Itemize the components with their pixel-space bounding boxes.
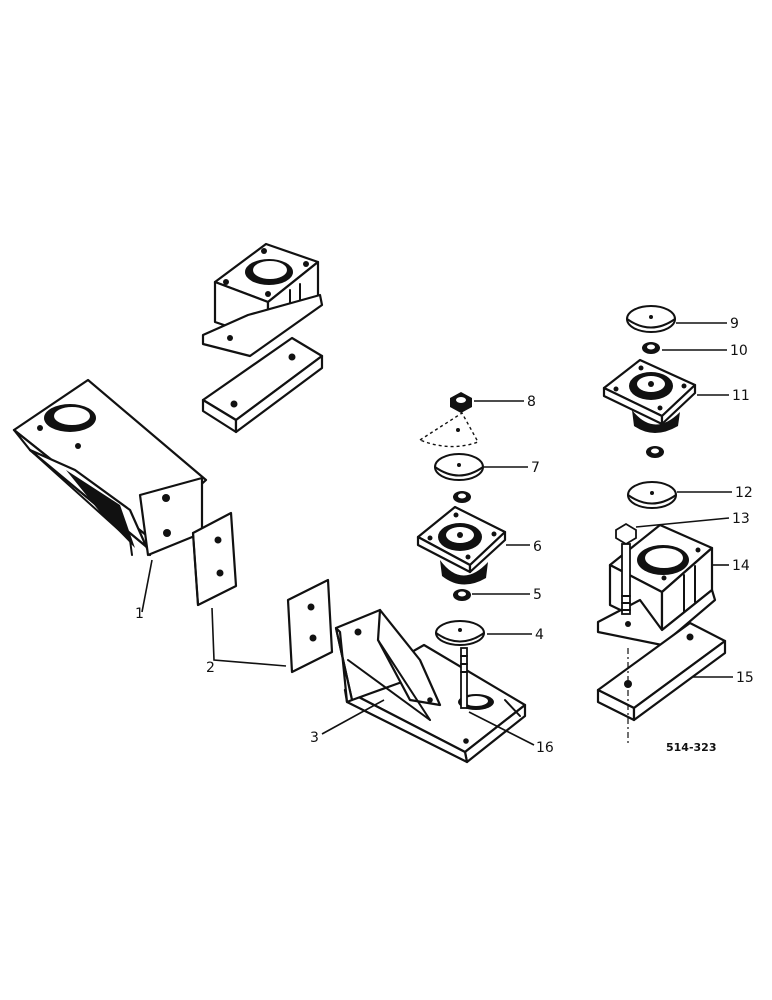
callout-14: 14 [732,558,750,574]
callout-5: 5 [533,587,542,603]
callout-6: 6 [533,539,542,555]
callout-9: 9 [730,316,739,332]
callout-10: 10 [730,343,748,359]
bracket-item-3 [334,608,527,764]
bracket-item-1 [12,378,208,557]
callout-3: 3 [310,730,319,746]
center-stack [416,392,507,709]
spacer-plates-item-2 [191,511,334,674]
callout-8: 8 [527,394,536,410]
top-mount-bracket [201,242,324,434]
reference-code: 514-323 [666,741,717,754]
callout-16: 16 [536,740,554,756]
callout-13: 13 [732,511,750,527]
callout-15: 15 [736,670,754,686]
callout-11: 11 [732,388,750,404]
callout-4: 4 [535,627,544,643]
right-stack [596,305,727,745]
callout-12: 12 [735,485,753,501]
callout-7: 7 [531,460,540,476]
leader-lines [141,322,733,746]
callout-labels: 1 2 3 4 5 6 7 8 9 10 11 12 13 14 15 16 [135,316,754,756]
callout-2: 2 [206,660,215,676]
callout-1: 1 [135,606,144,622]
